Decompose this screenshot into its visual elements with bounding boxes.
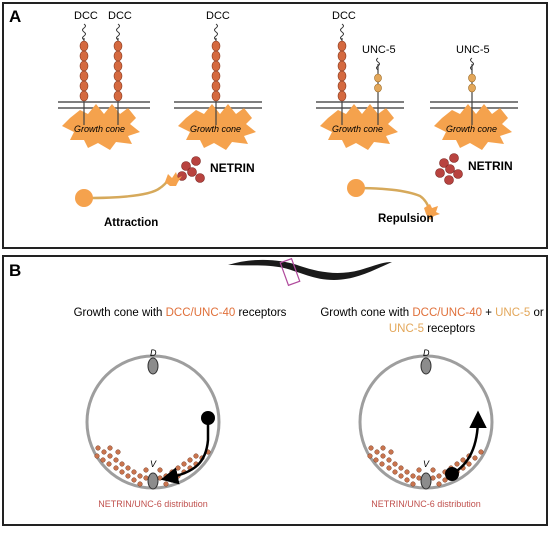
netrin-label: NETRIN xyxy=(210,161,255,175)
worm-body xyxy=(228,259,392,280)
unc5-label: UNC-5 xyxy=(456,44,490,56)
right-caption-line1: Growth cone with DCC/UNC-40 + UNC-5 or xyxy=(320,307,544,319)
attraction-neuron xyxy=(75,172,182,207)
netrin-label: NETRIN xyxy=(468,159,513,173)
panel-b-frame xyxy=(2,255,548,526)
right-cross-section: D V NETRIN/UNC-6 distribution xyxy=(358,348,494,509)
attraction-arrow xyxy=(160,420,210,485)
repulsion-arrow xyxy=(451,410,487,476)
dcc-label: DCC xyxy=(332,10,356,22)
small-growth-cone xyxy=(165,172,182,186)
dorsal-nerve-cord xyxy=(147,357,159,375)
netrin-cluster xyxy=(435,153,463,185)
ventral-label: V xyxy=(423,459,430,469)
small-growth-cone xyxy=(424,204,440,220)
attraction-single-dcc-group: Growth cone DCC xyxy=(174,10,262,150)
panel-a-label: A xyxy=(9,7,21,26)
receptor-tail xyxy=(376,57,380,71)
unc5-receptor xyxy=(468,73,476,93)
receptor-tail xyxy=(214,23,218,41)
growth-cone-label: Growth cone xyxy=(332,124,383,134)
distribution-label: NETRIN/UNC-6 distribution xyxy=(371,499,481,509)
growth-cone-shape xyxy=(434,104,512,150)
dcc-label: DCC xyxy=(108,10,132,22)
growth-cone-shape xyxy=(62,104,140,150)
dorsal-label: D xyxy=(423,348,430,358)
cell-body xyxy=(75,189,93,207)
unc5-label: UNC-5 xyxy=(362,44,396,56)
distribution-label: NETRIN/UNC-6 distribution xyxy=(98,499,208,509)
left-cross-section: D V NETRIN/UNC-6 distribution xyxy=(85,348,221,509)
repulsion-dual-receptor-group: Growth cone DCC UNC-5 xyxy=(316,10,404,150)
dcc-receptor xyxy=(337,40,347,102)
growth-cone-label: Growth cone xyxy=(74,124,125,134)
receptor-tail xyxy=(82,23,86,41)
ventral-label: V xyxy=(150,459,157,469)
repulsion-neuron xyxy=(347,179,440,220)
growth-cone-label: Growth cone xyxy=(446,124,497,134)
repulsion-label: Repulsion xyxy=(378,213,434,225)
dcc-receptor xyxy=(211,40,221,102)
repulsion-unc5-group: Growth cone UNC-5 xyxy=(430,44,518,150)
receptor-tail xyxy=(470,57,474,71)
dorsal-nerve-cord xyxy=(420,357,432,375)
dcc-label: DCC xyxy=(74,10,98,22)
growth-cone-dot xyxy=(201,411,215,425)
worm-illustration xyxy=(228,257,392,287)
attraction-growth-cone-group: Growth cone DCC DCC xyxy=(58,10,150,150)
section-marker xyxy=(279,257,301,287)
dorsal-label: D xyxy=(150,348,157,358)
right-caption-line2: UNC-5 receptors xyxy=(389,323,476,335)
dcc-receptor xyxy=(79,40,89,102)
growth-cone-label: Growth cone xyxy=(190,124,241,134)
receptor-tail xyxy=(116,23,120,41)
growth-cone-shape xyxy=(178,104,256,150)
ventral-nerve-cord xyxy=(420,472,432,490)
dcc-label: DCC xyxy=(206,10,230,22)
receptor-tail xyxy=(340,23,344,41)
ventral-nerve-cord xyxy=(147,472,159,490)
panel-b-label: B xyxy=(9,261,21,280)
attraction-label: Attraction xyxy=(104,217,158,229)
dcc-receptor xyxy=(113,40,123,102)
left-caption: Growth cone with DCC/UNC-40 receptors xyxy=(74,307,287,319)
unc5-receptor xyxy=(374,73,382,93)
cell-body xyxy=(347,179,365,197)
